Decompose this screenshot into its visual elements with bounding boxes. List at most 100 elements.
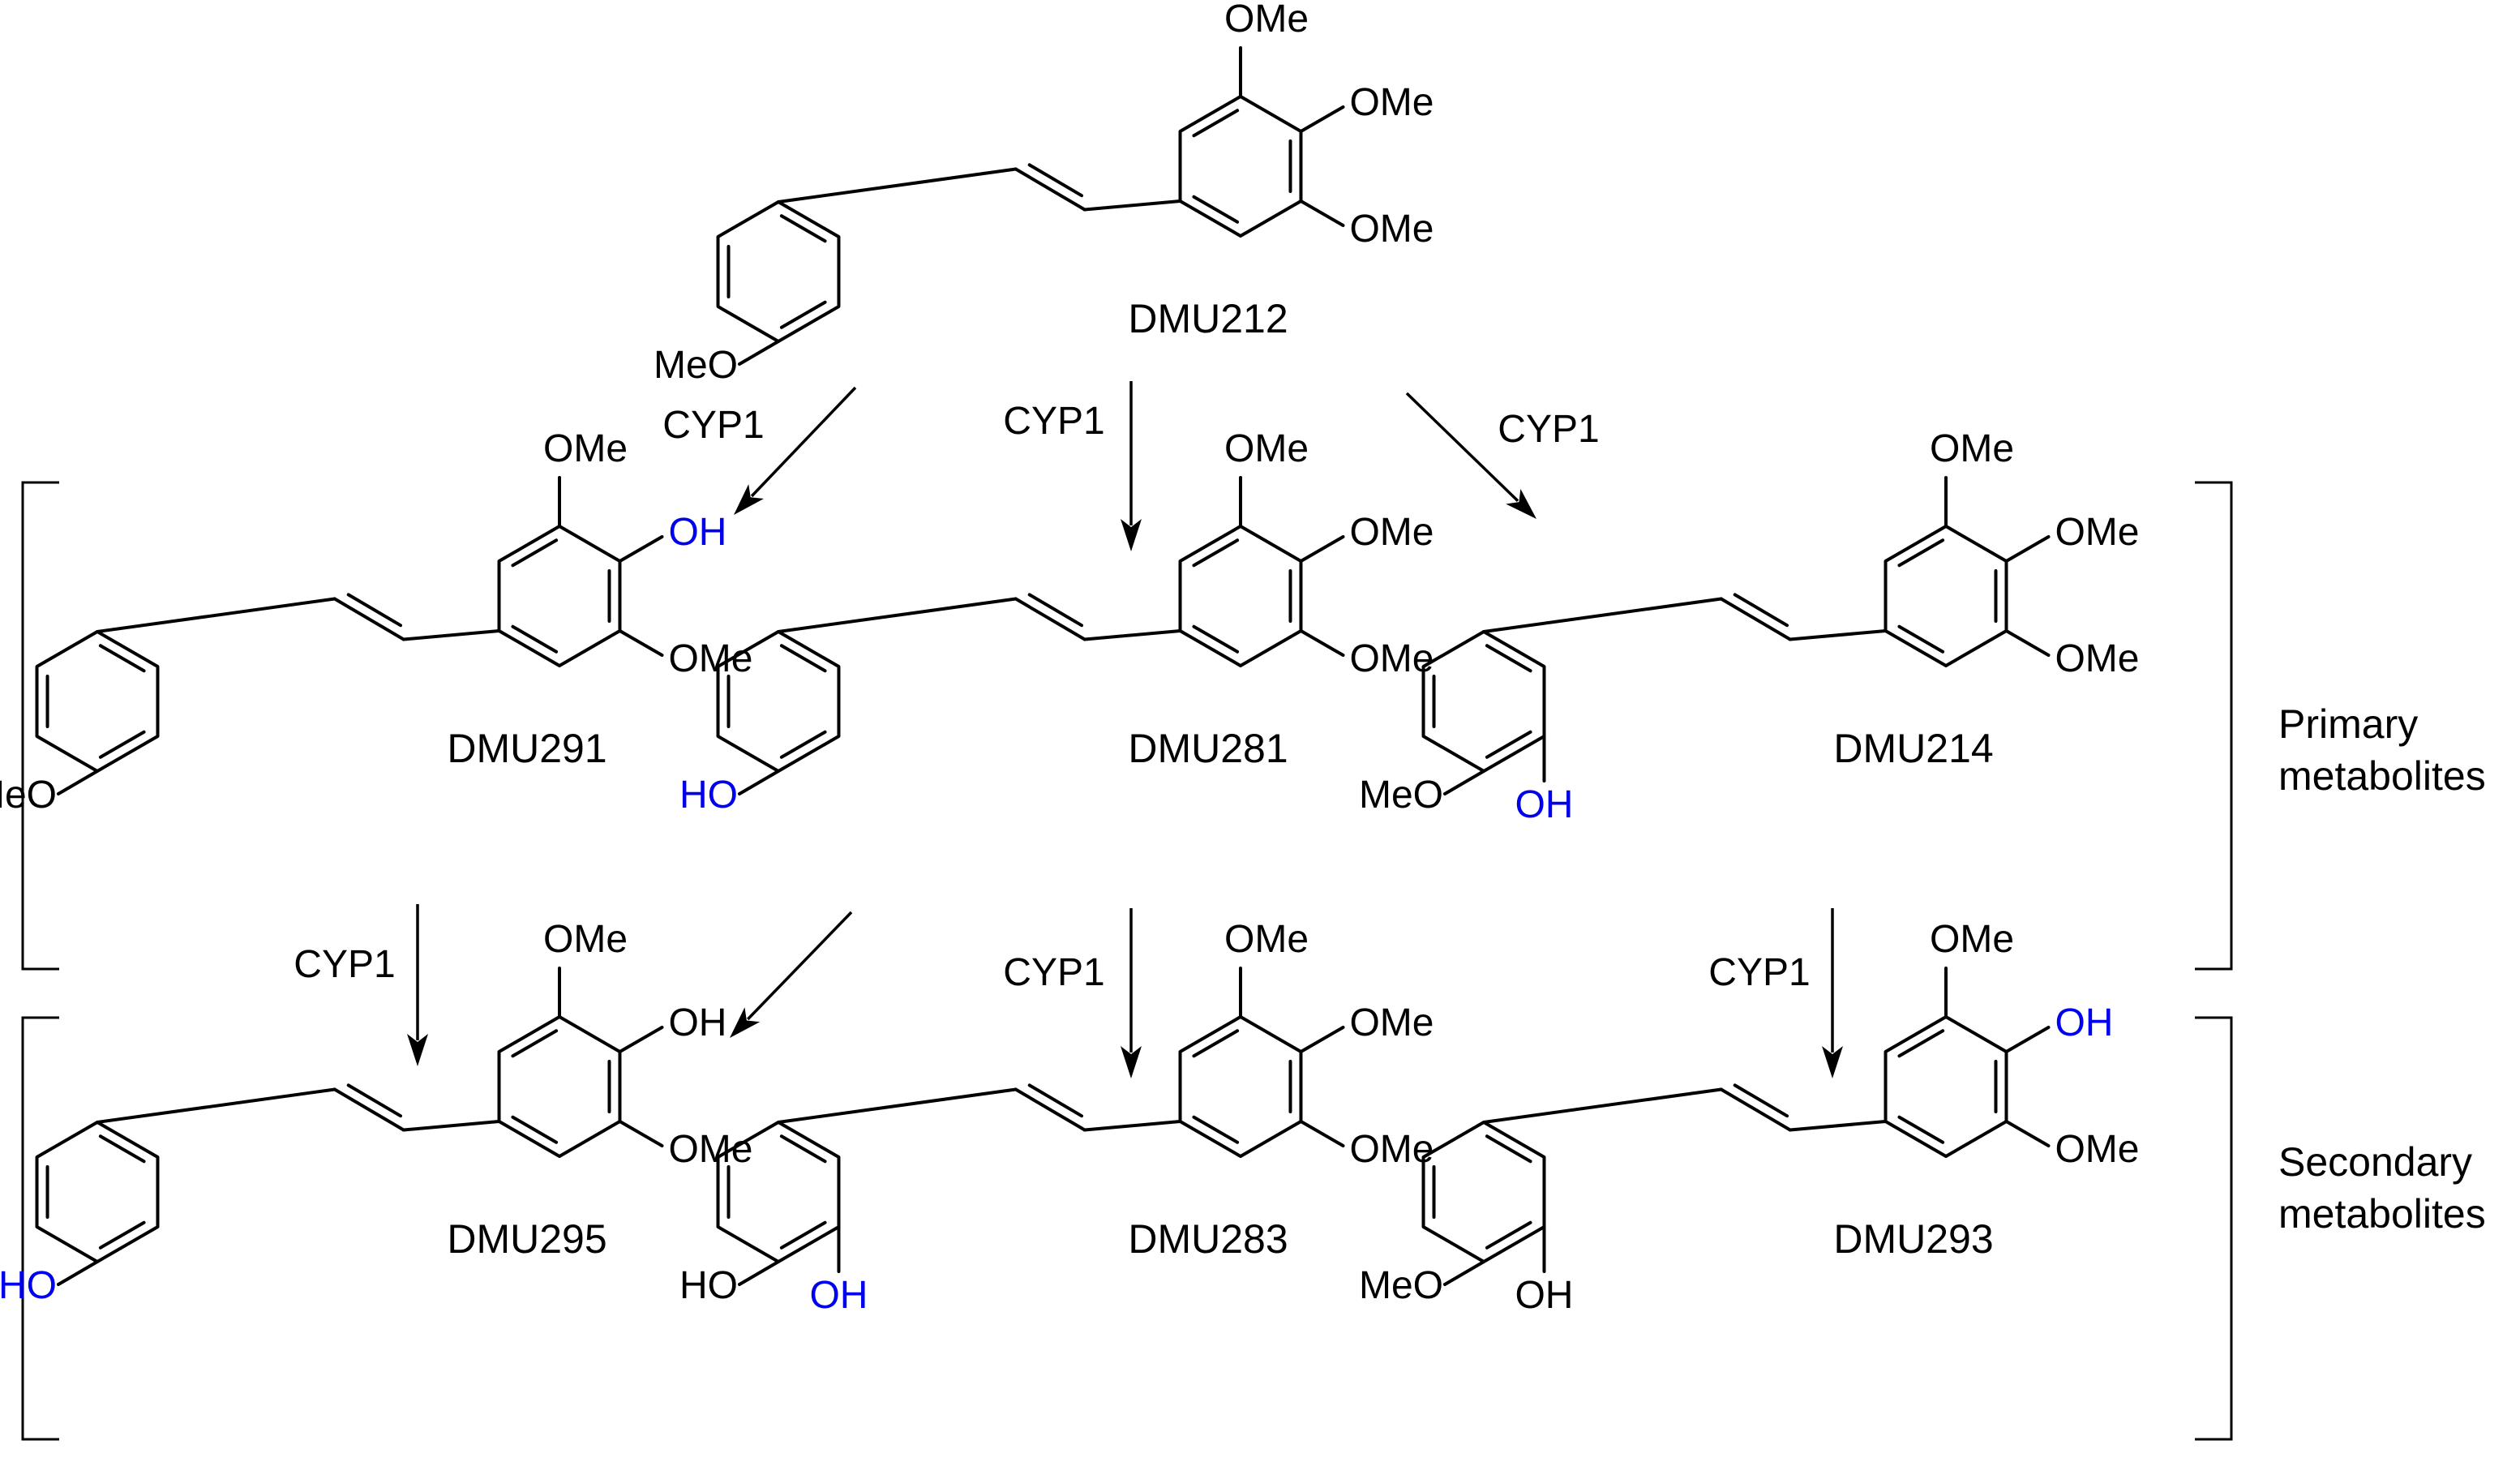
secondary-metabolites-bracket bbox=[21, 1016, 2233, 1441]
bracket-right bbox=[2195, 481, 2233, 971]
double-bond bbox=[779, 214, 827, 243]
single-bond bbox=[1299, 1120, 1345, 1147]
single-bond bbox=[401, 629, 501, 641]
enzyme-label: CYP1 bbox=[1003, 951, 1104, 994]
substituent-label: MeO bbox=[1359, 1264, 1443, 1307]
benzene-ring bbox=[35, 630, 160, 773]
double-bond bbox=[511, 538, 559, 568]
arrow-head bbox=[730, 1007, 761, 1038]
single-bond bbox=[96, 597, 336, 633]
group-brackets bbox=[21, 481, 2233, 1441]
substituent-label: MeO bbox=[0, 774, 57, 817]
single-bond bbox=[1014, 1087, 1086, 1132]
benzene-ring bbox=[1884, 1015, 2008, 1158]
substituent-label: OH bbox=[1515, 1274, 1573, 1317]
double-bond bbox=[1192, 1029, 1240, 1058]
alkene-double-bond bbox=[346, 593, 403, 628]
double-bond bbox=[1192, 195, 1240, 224]
double-bond bbox=[1897, 624, 1945, 654]
bracket-right bbox=[2195, 1016, 2233, 1441]
enzyme-label: CYP1 bbox=[1708, 951, 1810, 994]
substituent-label: OMe bbox=[1349, 1128, 1434, 1171]
substituent-label: HO bbox=[679, 1264, 738, 1307]
double-bond bbox=[511, 624, 559, 654]
benzene-ring bbox=[1421, 1121, 1546, 1263]
single-bond bbox=[401, 1120, 501, 1132]
bracket-left bbox=[21, 1016, 59, 1441]
substituent-label: OMe bbox=[1349, 637, 1434, 680]
single-bond bbox=[2004, 629, 2051, 657]
single-bond bbox=[777, 597, 1018, 633]
substituent-label: OMe bbox=[1349, 1001, 1434, 1044]
substituent-label: MeO bbox=[1359, 774, 1443, 817]
substituent-label: OMe bbox=[1224, 427, 1309, 470]
double-bond bbox=[779, 1134, 827, 1164]
alkene-double-bond bbox=[1027, 163, 1084, 198]
primary-metabolites-bracket bbox=[21, 481, 2233, 971]
secondary-metabolites-label: Secondary metabolites bbox=[2278, 1139, 2486, 1237]
compound-dmu291: OMeOHOMeMeODMU291 bbox=[0, 427, 752, 817]
double-bond bbox=[98, 1134, 146, 1164]
enzyme-label: CYP1 bbox=[1003, 400, 1104, 443]
single-bond bbox=[1443, 770, 1485, 795]
label-line: Primary bbox=[2278, 701, 2418, 747]
substituent-label: OMe bbox=[1930, 918, 2014, 961]
substituent-label: OH bbox=[668, 1001, 726, 1044]
double-bond bbox=[98, 644, 146, 673]
alkene-double-bond bbox=[1027, 593, 1084, 628]
single-bond bbox=[777, 167, 1018, 204]
single-bond bbox=[1719, 1087, 1792, 1132]
compound-name: DMU295 bbox=[447, 1216, 606, 1262]
single-bond bbox=[332, 597, 405, 641]
label-line: Secondary bbox=[2278, 1139, 2472, 1185]
substituent-label: OMe bbox=[2055, 1128, 2139, 1171]
single-bond bbox=[738, 770, 780, 795]
compound-name: DMU293 bbox=[1833, 1216, 1993, 1262]
substituent-label: OMe bbox=[2055, 511, 2139, 554]
substituent-label: OMe bbox=[2055, 637, 2139, 680]
substituent-label: HO bbox=[0, 1264, 57, 1307]
enzyme-label: CYP1 bbox=[662, 404, 764, 447]
bracket-left bbox=[21, 481, 59, 971]
single-bond bbox=[738, 340, 780, 366]
single-bond bbox=[1014, 597, 1086, 641]
double-bond bbox=[779, 644, 827, 673]
single-bond bbox=[1443, 1260, 1485, 1286]
substituent-label: OMe bbox=[1349, 511, 1434, 554]
compound-name: DMU283 bbox=[1128, 1216, 1288, 1262]
single-bond bbox=[1299, 199, 1345, 227]
single-bond bbox=[1082, 629, 1182, 641]
arrow-head bbox=[1121, 1046, 1142, 1078]
single-bond bbox=[738, 1260, 780, 1286]
enzyme-label: CYP1 bbox=[294, 943, 395, 986]
double-bond bbox=[1485, 1220, 1532, 1250]
single-bond bbox=[96, 1087, 336, 1124]
single-bond bbox=[1082, 199, 1182, 212]
double-bond bbox=[1192, 538, 1240, 568]
single-bond bbox=[1014, 167, 1086, 212]
substituent-label: OMe bbox=[668, 1128, 752, 1171]
double-bond bbox=[1897, 1115, 1945, 1144]
single-bond bbox=[2004, 1026, 2051, 1053]
double-bond bbox=[1897, 538, 1945, 568]
label-line: metabolites bbox=[2278, 1191, 2486, 1237]
double-bond bbox=[779, 1220, 827, 1250]
double-bond bbox=[511, 1115, 559, 1144]
double-bond bbox=[1485, 730, 1532, 759]
arrow-head bbox=[407, 1034, 428, 1066]
reaction-arrow-dmu291-to-dmu295: CYP1 bbox=[294, 904, 428, 1066]
substituent-label: OMe bbox=[668, 637, 752, 680]
double-bond bbox=[1485, 644, 1532, 673]
benzene-ring bbox=[1178, 1015, 1303, 1158]
arrow-head bbox=[1121, 519, 1142, 551]
single-bond bbox=[57, 1260, 99, 1286]
double-bond bbox=[1485, 1134, 1532, 1164]
substituent-label: OMe bbox=[543, 427, 628, 470]
arrow-shaft bbox=[1405, 392, 1519, 502]
benzene-ring bbox=[1178, 95, 1303, 238]
single-bond bbox=[618, 1026, 664, 1053]
